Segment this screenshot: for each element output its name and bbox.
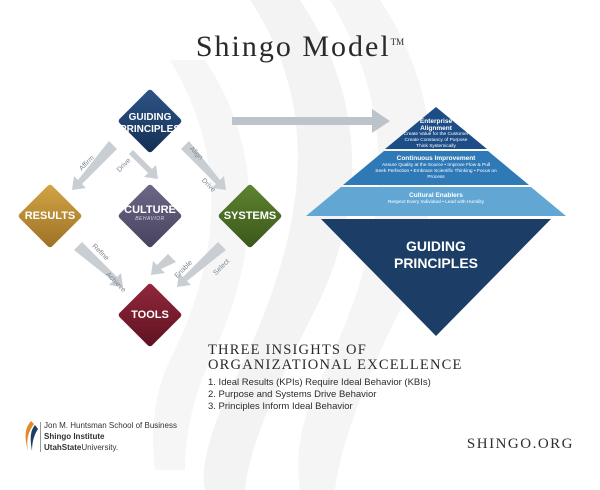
pyramid-tier-bottom-shape	[306, 187, 566, 216]
title-text: Shingo Model	[195, 30, 391, 63]
arrow-gp-systems	[181, 141, 226, 190]
tier-bottom-title: Cultural Enablers	[409, 192, 463, 199]
insights-list: 1. Ideal Results (KPIs) Require Ideal Be…	[208, 377, 488, 413]
institution-footer: Jon M. Huntsman School of Business Shing…	[44, 420, 177, 453]
results-label: RESULTS	[24, 210, 76, 222]
big-right-arrow	[232, 109, 390, 133]
guiding-principles-line1: GUIDING	[128, 112, 172, 123]
base-line1: GUIDING	[406, 238, 466, 254]
university-name-bold: UtahState	[44, 443, 82, 452]
tier-middle-line2: Seek Perfection • Embrace Scientific Thi…	[375, 169, 497, 180]
arrow-gp-culture	[129, 150, 158, 179]
tier-top-title: Enterprise Alignment	[419, 118, 453, 132]
tier-bottom-line1: Respect Every Individual • Lead with Hum…	[387, 200, 485, 205]
school-name: Jon M. Huntsman School of Business	[44, 421, 177, 430]
website-url[interactable]: SHINGO.ORG	[466, 436, 574, 452]
guiding-principles-diamond[interactable]	[117, 88, 182, 153]
insights-heading-line1: THREE INSIGHTS OF	[208, 342, 367, 358]
footer-divider	[40, 422, 41, 452]
insights-heading-line2: ORGANIZATIONAL EXCELLENCE	[208, 357, 463, 373]
pyramid-tier-middle-shape	[343, 151, 529, 185]
pyramid-tier-bottom: Cultural Enablers Respect Every Individu…	[356, 191, 516, 206]
results-diamond[interactable]	[17, 183, 82, 248]
systems-label: SYSTEMS	[223, 210, 277, 222]
inverted-triangle-shape	[321, 219, 551, 336]
culture-label: CULTURE BEHAVIOR	[110, 204, 190, 222]
arrow-tools-culture	[151, 254, 176, 275]
insight-item: 1. Ideal Results (KPIs) Require Ideal Be…	[208, 377, 431, 388]
tools-diamond[interactable]	[117, 282, 182, 347]
insight-item: 2. Purpose and Systems Drive Behavior	[208, 389, 377, 400]
systems-diamond[interactable]	[217, 183, 282, 248]
page-title: Shingo ModelTM	[0, 30, 600, 64]
tier-top-line1: Create Value for the Customer	[403, 132, 469, 137]
arrow-systems-tools	[177, 242, 226, 287]
tier-top-line3: Think Systemically	[416, 144, 456, 149]
arrow-gp-results	[72, 141, 117, 190]
pyramid-tier-top-shape	[385, 107, 487, 149]
culture-sublabel: BEHAVIOR	[135, 216, 165, 222]
culture-title: CULTURE	[124, 204, 176, 216]
pyramid-tier-top: Enterprise Alignment Create Value for th…	[396, 118, 476, 150]
guiding-principles-label: GUIDING PRINCIPLES	[110, 112, 190, 136]
inverted-triangle-label: GUIDING PRINCIPLES	[386, 238, 486, 272]
insight-item: 3. Principles Inform Ideal Behavior	[208, 401, 353, 412]
university-name-rest: University.	[81, 443, 119, 452]
guiding-principles-line2: PRINCIPLES	[119, 124, 180, 135]
tier-middle-line1: Assure Quality at the Source • Improve F…	[381, 163, 491, 168]
university-name: UtahStateUniversity.	[44, 442, 177, 453]
institute-name: Shingo Institute	[44, 432, 105, 441]
base-line2: PRINCIPLES	[393, 255, 478, 271]
culture-diamond[interactable]	[117, 183, 182, 248]
tier-middle-title: Continuous Improvement	[396, 155, 476, 162]
insights-section: THREE INSIGHTS OF ORGANIZATIONAL EXCELLE…	[208, 343, 488, 413]
connector-arrows	[72, 141, 226, 287]
arrow-results-tools	[74, 242, 123, 287]
flame-logo-icon	[25, 421, 38, 451]
pyramid-tier-middle: Continuous Improvement Assure Quality at…	[366, 154, 506, 181]
tools-label: TOOLS	[131, 309, 169, 321]
trademark-mark: TM	[390, 37, 405, 47]
tier-top-line2: Create Constancy of Purpose	[404, 138, 468, 143]
